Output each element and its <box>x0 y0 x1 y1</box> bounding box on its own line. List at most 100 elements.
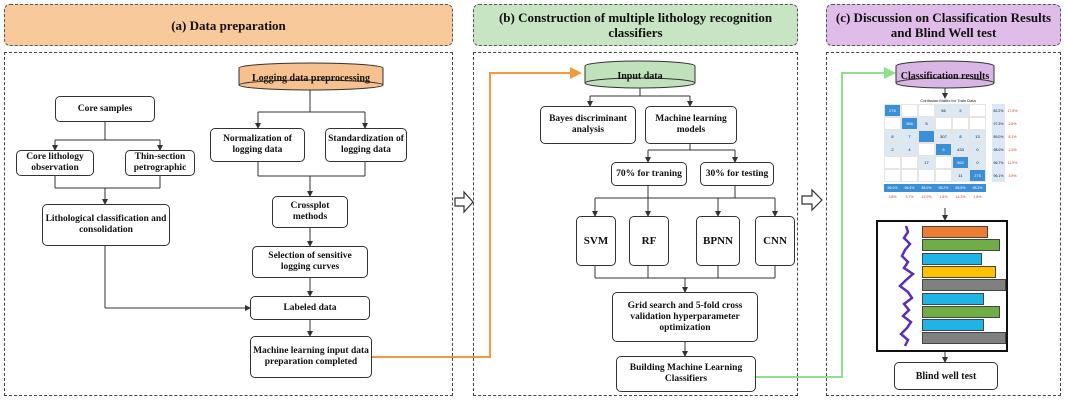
cm-cell: 307 <box>935 130 952 143</box>
cm-cell: 8 <box>935 143 952 156</box>
cm-col-error-cell: 3.8% <box>888 195 897 199</box>
cm-cell: 11 <box>952 169 969 182</box>
cm-cell: 17 <box>918 156 935 169</box>
cm-col-summary-cell: 98.2% <box>969 184 986 192</box>
blind-well-bar <box>922 226 988 238</box>
cm-cell <box>884 117 901 130</box>
cm-cell: 275 <box>969 169 986 182</box>
ml-input-box: Machine learning input data preparation … <box>250 336 372 378</box>
blind-well-chart <box>876 220 1008 352</box>
cm-row-error-cell: 11.9% <box>1007 160 1018 165</box>
cm-cell <box>884 169 901 182</box>
building-classifiers-box: Building Machine Learning Classifiers <box>616 356 756 392</box>
standardization-box: Standardization of logging data <box>325 128 407 162</box>
header-discussion-results: (c) Discussion on Classification Results… <box>826 4 1061 46</box>
cm-row-summary-cell: 97.3% <box>992 117 1005 130</box>
blind-well-bar <box>922 305 1000 318</box>
cm-row-summary-cell: 96.7% <box>992 156 1005 169</box>
core-lithology-box: Core lithology observation <box>16 150 94 176</box>
input-data-db-icon <box>584 60 696 89</box>
blind-well-bar <box>922 265 996 278</box>
cm-cell: 7 <box>901 130 918 143</box>
blind-well-bar <box>922 319 984 332</box>
cm-cell <box>884 156 901 169</box>
ml-models-box: Machine learning models <box>645 106 737 144</box>
panel-data-preparation <box>4 52 453 396</box>
grid-search-box: Grid search and 5-fold cross validation … <box>612 292 758 342</box>
cm-row-summary-cell: 89.0% <box>992 130 1005 143</box>
cm-cell: 13 <box>969 130 986 143</box>
blind-well-bar <box>922 279 1006 292</box>
cm-cell: 2 <box>884 143 901 156</box>
cm-row-summary-cell: 96.1% <box>992 169 1005 182</box>
cm-col-summary-cell: 96.5% <box>901 184 918 192</box>
cm-cell <box>918 169 935 182</box>
cm-col-error-cell: 3.7% <box>905 195 914 199</box>
cm-cell: 4 <box>901 143 918 156</box>
cm-row-error-cell: 3.9% <box>1008 173 1017 178</box>
cm-cell: 5 <box>918 117 935 130</box>
blind-well-bar <box>922 252 982 265</box>
cm-cell <box>935 169 952 182</box>
cm-cell <box>918 143 935 156</box>
cm-cell <box>901 169 918 182</box>
cm-col-summary-cell: 85.8% <box>952 184 969 192</box>
cm-row-error-cell: 2.0% <box>1008 147 1017 152</box>
cm-col-summary-cell: 96.0% <box>884 184 901 192</box>
panel-discussion-results <box>826 52 1061 396</box>
cm-cell <box>901 104 918 117</box>
classification-results-label: Classification results <box>900 70 990 82</box>
blind-well-bar <box>922 292 984 305</box>
bpnn-box: BPNN <box>696 216 740 266</box>
cm-cell <box>969 104 986 117</box>
testing-split-box: 30% for testing <box>700 162 774 186</box>
cm-row-error-cell: 17.8% <box>1007 108 1018 113</box>
crossplot-box: Crossplot methods <box>272 196 348 228</box>
cm-col-error-cell: 12.0% <box>921 195 932 199</box>
blind-well-bar <box>922 332 1006 345</box>
classification-results-db-icon <box>895 60 995 89</box>
selection-box: Selection of sensitive logging curves <box>252 246 368 278</box>
cm-cell: 0 <box>969 143 986 156</box>
core-samples-box: Core samples <box>55 96 155 122</box>
cm-cell: 56 <box>935 104 952 117</box>
cm-cell <box>918 104 935 117</box>
cm-col-error-cell: 1.8% <box>939 195 948 199</box>
cm-cell <box>901 156 918 169</box>
cm-cell <box>969 117 986 130</box>
cm-col-summary-cell: 88.0% <box>918 184 935 192</box>
header-classifier-construction: (b) Construction of multiple lithology r… <box>473 4 798 46</box>
labeled-data-box: Labeled data <box>250 296 370 320</box>
cm-cell: 276 <box>884 104 901 117</box>
cm-cell: 8 <box>952 130 969 143</box>
cm-col-summary-cell: 98.2% <box>935 184 952 192</box>
blind-well-test-box: Blind well test <box>894 362 998 390</box>
panel-classifier-construction <box>473 52 798 396</box>
cm-col-error-cell: 1.8% <box>973 195 982 199</box>
blind-well-bars <box>922 226 1006 346</box>
cm-row-summary-cell: 98.0% <box>992 143 1005 156</box>
svm-box: SVM <box>576 216 616 266</box>
header-data-preparation: (a) Data preparation <box>4 4 453 46</box>
cm-cell <box>918 130 935 143</box>
logging-data-db-icon <box>238 62 384 91</box>
cm-cell <box>952 117 969 130</box>
cm-row-error-cell: 2.6% <box>1008 121 1017 126</box>
input-data-label: Input data <box>617 70 663 82</box>
cm-cell <box>935 156 952 169</box>
blind-well-log-curve <box>898 225 916 347</box>
cm-col-error-cell: 14.2% <box>955 195 966 199</box>
cnn-box: CNN <box>755 216 795 266</box>
cm-cell: 0 <box>969 156 986 169</box>
thin-section-box: Thin-section petrographic <box>125 150 195 176</box>
blind-well-bar <box>922 239 1000 252</box>
training-split-box: 70% for traning <box>611 162 687 186</box>
logging-data-preprocessing-label: Logging data preprocessing <box>252 72 370 84</box>
cm-cell: 562 <box>952 156 969 169</box>
cm-cell: 8 <box>884 130 901 143</box>
cm-cell <box>935 117 952 130</box>
lithological-classification-box: Lithological classification and consolid… <box>42 204 170 246</box>
cm-row-summary-cell: 82.2% <box>992 104 1005 117</box>
